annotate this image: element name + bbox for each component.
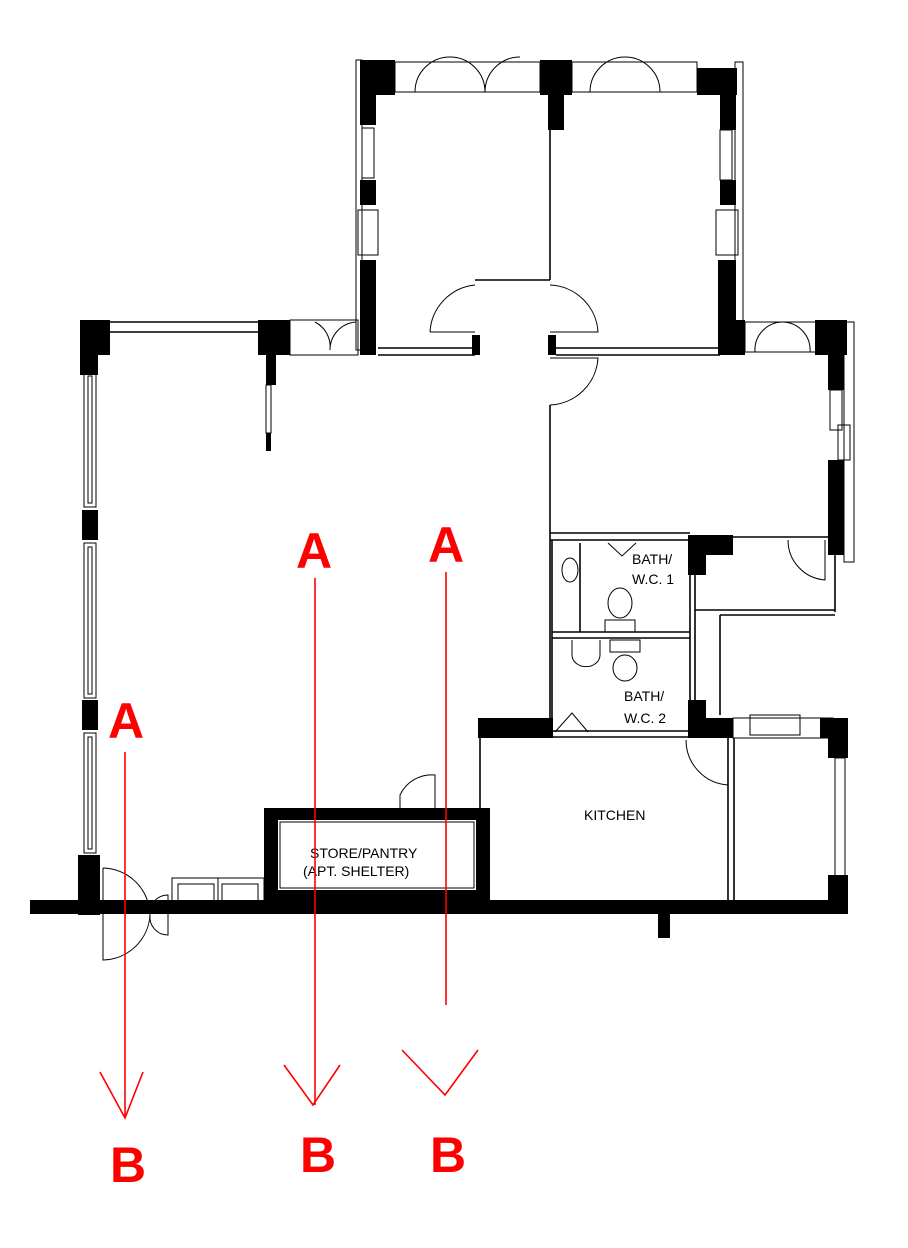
walls	[30, 56, 855, 961]
section-start-label: A	[428, 517, 464, 573]
section-end-label: B	[300, 1127, 336, 1183]
section-end-label: B	[110, 1137, 146, 1193]
bath1-label: BATH/	[632, 551, 672, 567]
section-marker-3: A B	[401, 517, 479, 1183]
kitchen-label: KITCHEN	[584, 807, 645, 823]
store-label: STORE/PANTRY	[310, 845, 418, 861]
section-end-label: B	[430, 1127, 466, 1183]
arrowhead-icon	[283, 1064, 341, 1107]
bath2-label: BATH/	[624, 688, 664, 704]
arrowhead-icon	[99, 1071, 144, 1120]
room-labels: BATH/ W.C. 1 BATH/ W.C. 2 KITCHEN STORE/…	[303, 551, 674, 879]
arrowhead-icon	[401, 1049, 479, 1097]
section-start-label: A	[108, 693, 144, 749]
section-marker-1: A B	[99, 693, 146, 1193]
bath2-label-number: W.C. 2	[624, 710, 666, 726]
section-start-label: A	[296, 523, 332, 579]
section-marker-2: A B	[283, 523, 341, 1183]
store-label-sub: (APT. SHELTER)	[303, 863, 409, 879]
bath1-label-number: W.C. 1	[632, 571, 674, 587]
